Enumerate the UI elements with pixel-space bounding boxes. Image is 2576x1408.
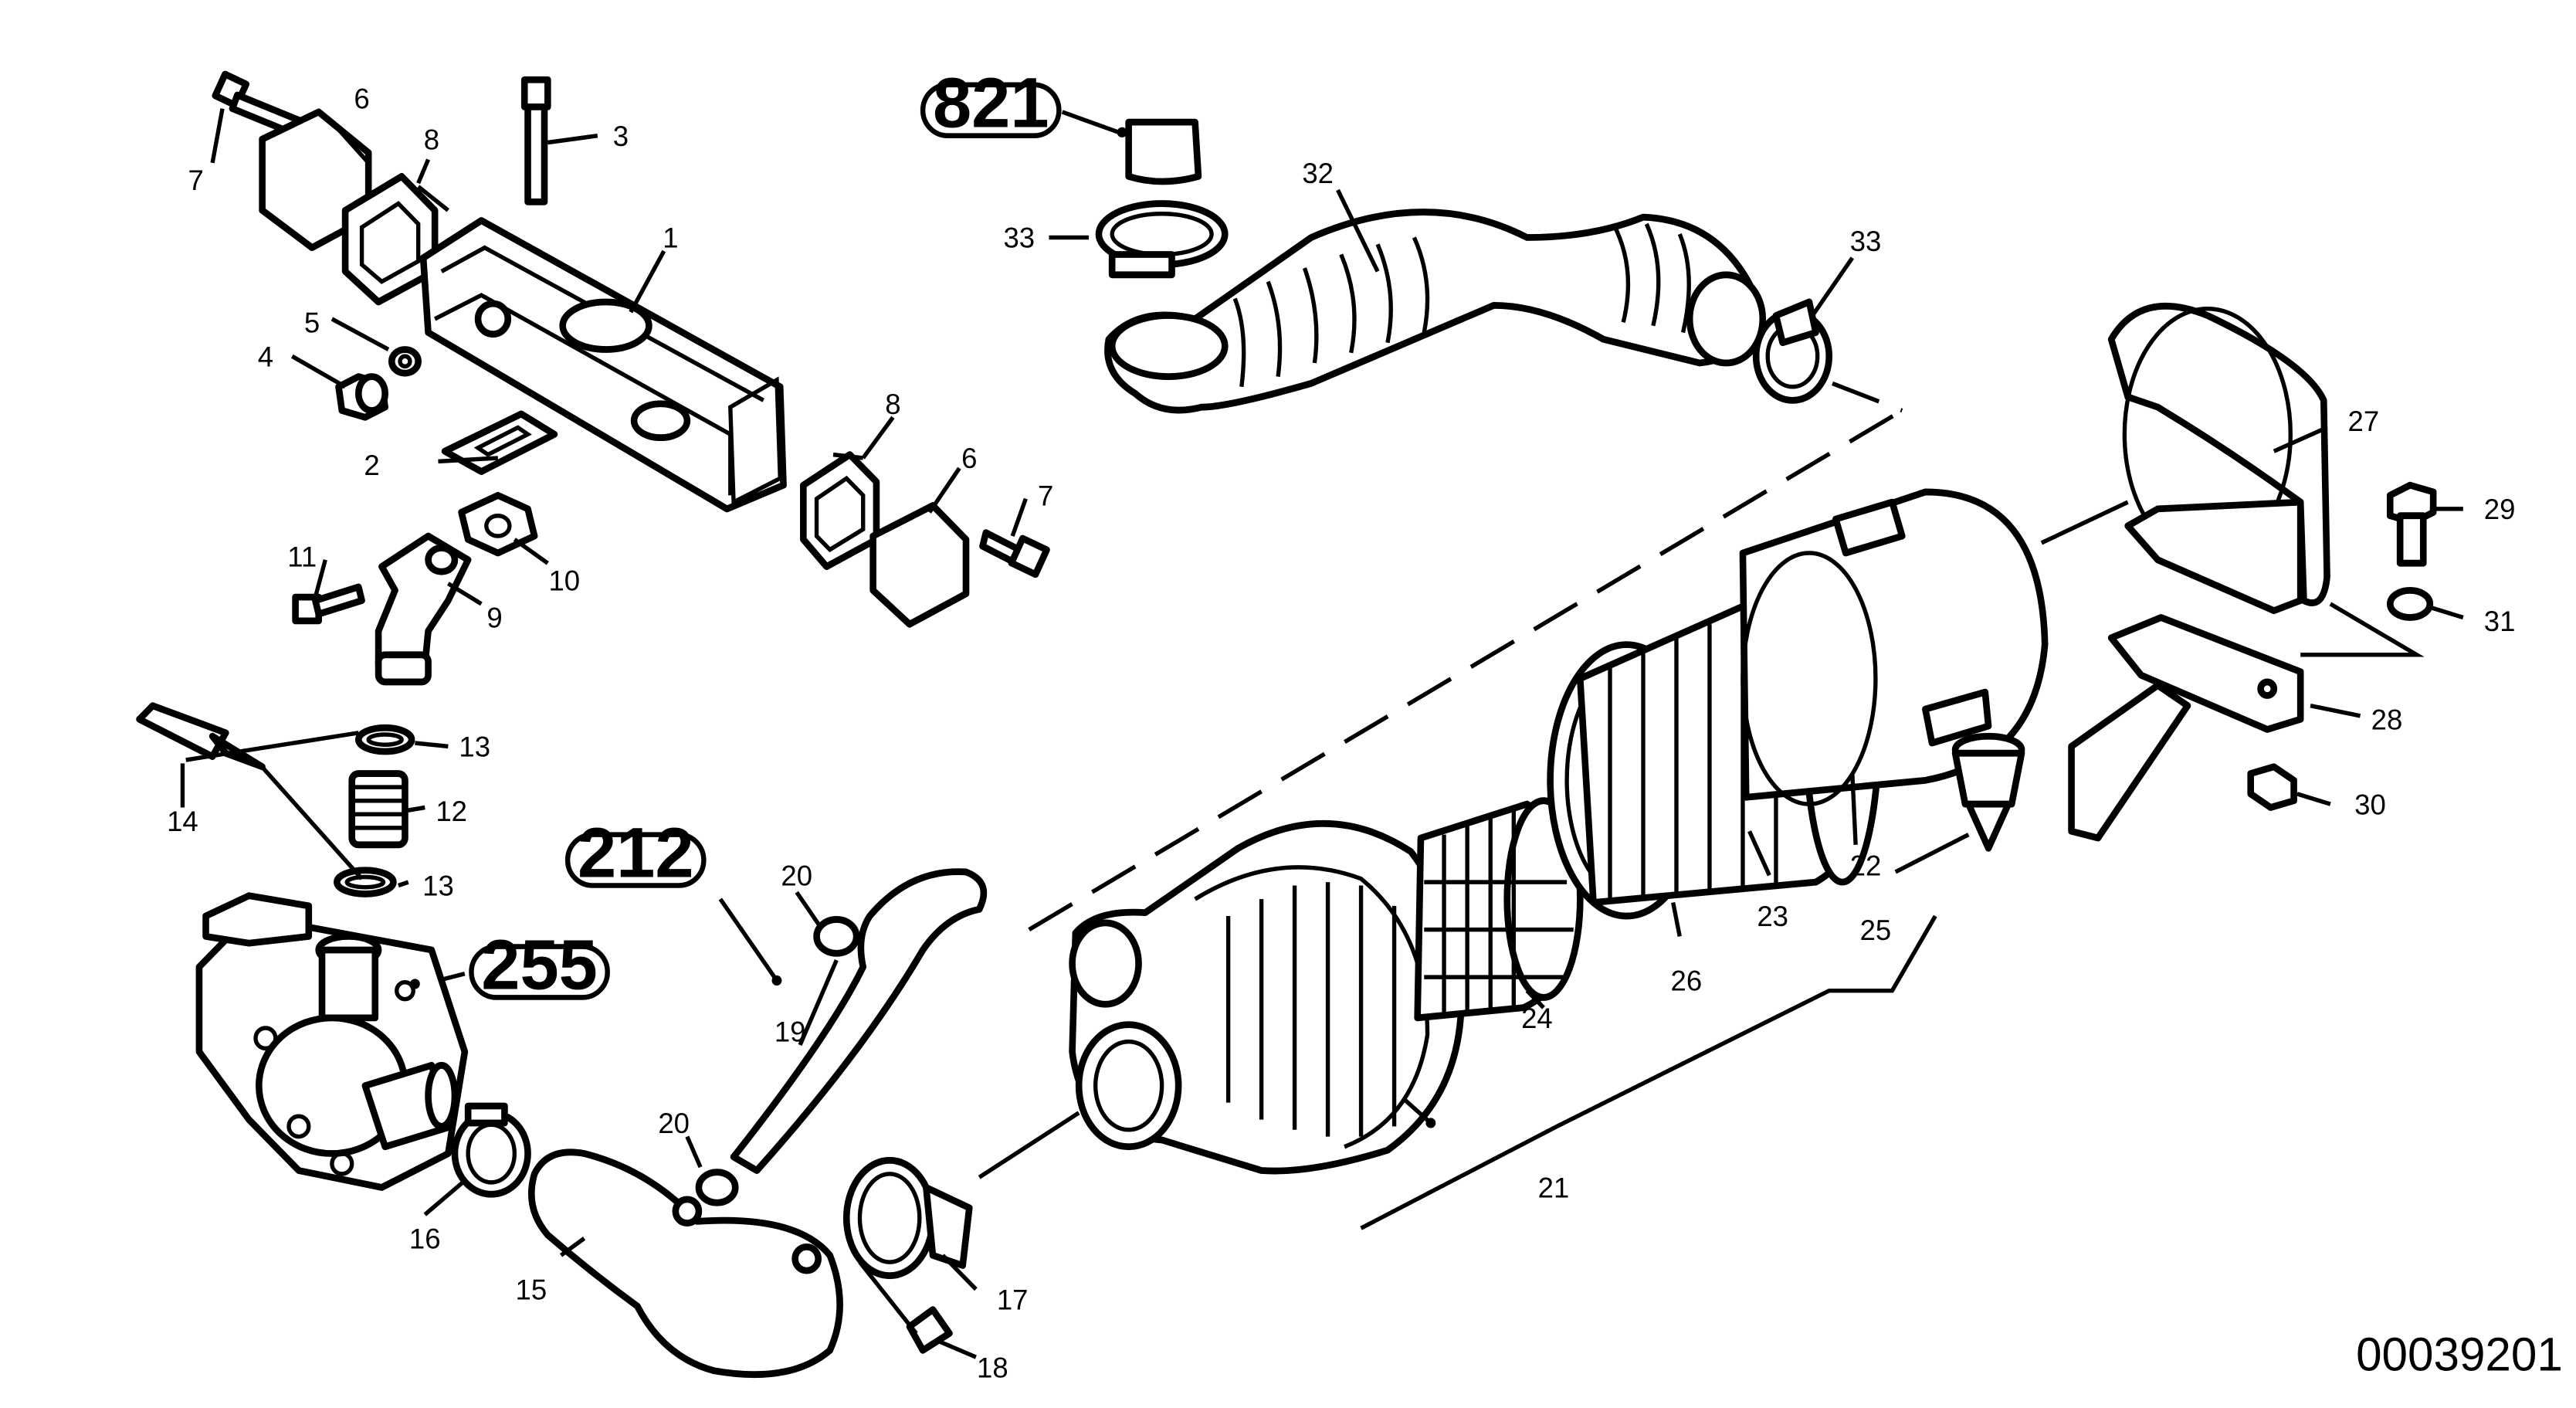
elbow-pipe-9 — [375, 532, 472, 686]
callout-label: 28 — [2371, 704, 2403, 735]
reference-badge-255: 255 — [469, 925, 610, 1005]
bolt-7-right — [979, 529, 1050, 578]
callout-label: 13 — [422, 870, 454, 901]
callout-label: 14 — [167, 806, 198, 837]
callout-label: 33 — [1850, 226, 1882, 257]
plug-4 — [335, 373, 388, 421]
bolt-29 — [2386, 481, 2437, 567]
reference-badge-821: 821 — [920, 63, 1062, 143]
callout-label: 15 — [516, 1274, 547, 1305]
callout-label: 3 — [613, 120, 629, 152]
plate-28 — [2107, 614, 2304, 733]
callout-label: 11 — [287, 541, 317, 572]
callout-label: 6 — [961, 443, 977, 474]
end-cap-22 — [1739, 488, 2049, 806]
callout-label: 9 — [486, 602, 502, 633]
callout-label: 32 — [1302, 158, 1334, 189]
callout-label: 4 — [258, 341, 273, 372]
hose-19 — [730, 868, 988, 1174]
callout-label: 25 — [1860, 914, 1892, 945]
bellows-12 — [348, 770, 408, 849]
cover-plate-6-right — [869, 502, 970, 628]
air-filter-assembly — [1028, 409, 2049, 1175]
reference-label: 821 — [933, 63, 1049, 143]
callout-label: 24 — [1521, 1003, 1553, 1034]
washer-5 — [388, 346, 422, 377]
fitting-18 — [906, 1306, 953, 1354]
reference-label: 212 — [578, 813, 694, 893]
hose-15 — [527, 1148, 843, 1379]
callout-label: 30 — [2354, 789, 2386, 820]
washer-31 — [2386, 586, 2434, 621]
nut-30 — [2247, 763, 2297, 811]
callout-label: 21 — [1538, 1172, 1570, 1203]
callout-label: 33 — [1003, 222, 1035, 253]
callout-label: 10 — [549, 565, 581, 596]
callout-label: 16 — [409, 1223, 441, 1254]
reference-badge-212: 212 — [564, 813, 707, 893]
o-ring-13-top — [354, 724, 415, 755]
clamp-20-top — [813, 916, 860, 957]
callout-label: 22 — [1850, 850, 1882, 881]
valve-25 — [1951, 732, 2025, 852]
callout-label: 5 — [304, 307, 320, 338]
callout-label: 19 — [774, 1016, 806, 1047]
clamp-17 — [842, 1156, 973, 1280]
band-27 — [2107, 303, 2330, 606]
clamp-16 — [451, 1102, 531, 1198]
gasket-2 — [441, 410, 558, 475]
manifold-group — [136, 70, 1050, 897]
clamp-20-bottom — [695, 1169, 739, 1206]
callout-label: 2 — [364, 450, 379, 481]
callout-labels: 1 2 3 4 5 6 6 7 7 8 8 9 10 11 12 13 13 1… — [167, 83, 2515, 1383]
callout-label: 13 — [459, 731, 490, 762]
long-bolt-3 — [520, 76, 551, 205]
callout-label: 18 — [977, 1352, 1008, 1383]
callout-label: 29 — [2484, 494, 2516, 525]
lower-hoses — [451, 868, 988, 1379]
bolt-11 — [292, 583, 365, 625]
callout-label: 26 — [1671, 965, 1703, 996]
gasket-8-right — [800, 451, 880, 570]
callout-label: 23 — [1757, 901, 1788, 932]
callout-label: 8 — [424, 124, 439, 155]
clamp-33-left — [1095, 200, 1229, 279]
callout-label: 1 — [663, 222, 678, 253]
callout-label: 7 — [1038, 480, 1053, 511]
callout-label: 7 — [188, 165, 203, 196]
o-ring-13-bottom — [334, 867, 397, 897]
callout-label: 8 — [885, 388, 900, 420]
callout-label: 20 — [658, 1108, 690, 1139]
callout-label: 31 — [2484, 606, 2516, 637]
callout-label: 12 — [436, 796, 467, 827]
upper-hose-group — [1095, 118, 1903, 414]
reference-label: 255 — [481, 925, 598, 1005]
callout-label: 27 — [2348, 405, 2380, 437]
leader-lines — [180, 108, 2464, 1359]
turbocharger — [195, 892, 469, 1191]
bracket-assembly — [2068, 303, 2437, 842]
drawing-id: 00039201 — [2356, 1328, 2563, 1381]
callout-label: 20 — [781, 860, 812, 891]
callout-label: 17 — [997, 1284, 1029, 1315]
exhaust-manifold-1 — [419, 217, 787, 513]
callout-label: 6 — [354, 83, 369, 114]
clamp-33-right — [1752, 298, 1833, 404]
